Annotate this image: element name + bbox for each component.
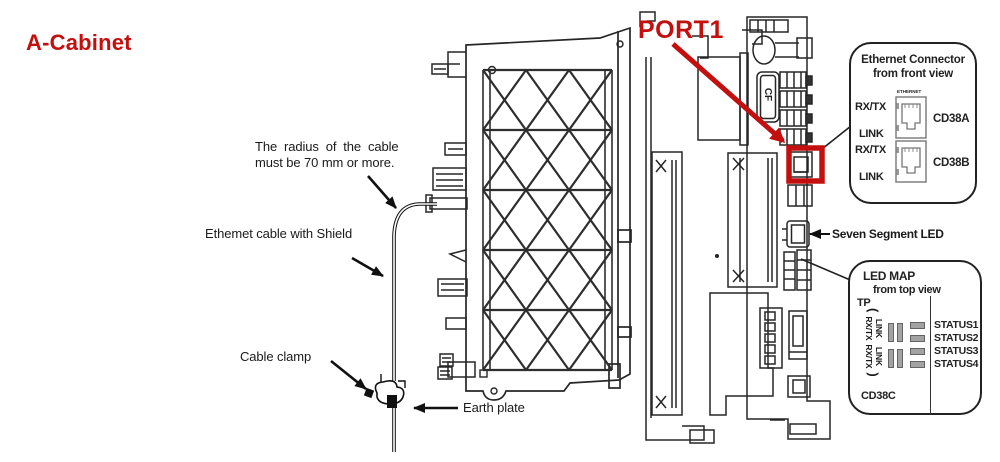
- panel-divider: [930, 296, 931, 415]
- cabinet-left-tabs: [425, 51, 476, 380]
- ethernet-connector-panel: Ethernet Connector from front view ETHER…: [849, 42, 977, 204]
- cf-slot-label: CF: [762, 87, 774, 102]
- annotation-arrows: [330, 175, 830, 413]
- rxtx-led-2: [897, 349, 903, 368]
- port-a-rxtx-label: RX/TX: [855, 101, 886, 113]
- cabinet-title: A-Cabinet: [26, 30, 132, 55]
- led-map-title: LED MAP: [863, 269, 915, 283]
- group2-rxtx: RX/TX: [863, 344, 874, 369]
- port-b-rxtx-label: RX/TX: [855, 144, 886, 156]
- port1-highlight: [671, 42, 825, 184]
- ethernet-cable: [392, 202, 437, 452]
- connector-name-cd38a: CD38A: [933, 113, 970, 125]
- status3-label: STATUS3: [934, 345, 979, 357]
- status4-label: STATUS4: [934, 358, 979, 370]
- link-led-1: [888, 323, 894, 342]
- cable-clamp-drawing: [363, 374, 406, 408]
- status4-led: [910, 361, 925, 368]
- ethernet-panel-subtitle: from front view: [872, 68, 954, 80]
- rxtx-led-1: [897, 323, 903, 342]
- bracket-open: (: [866, 308, 882, 313]
- ethernet-small-label: ETHERNET: [897, 89, 922, 94]
- cabinet-outline: [465, 26, 632, 401]
- group2-link: LINK: [874, 346, 884, 366]
- tp-label: TP: [857, 297, 871, 309]
- status2-led: [910, 335, 925, 342]
- port-a-link-label: LINK: [859, 128, 884, 140]
- radius-note-line1: The radius of the cable: [255, 139, 399, 154]
- cabinet-lattice: [482, 68, 613, 372]
- port1-callout: PORT1: [638, 16, 724, 44]
- connector-name-cd38b: CD38B: [933, 157, 970, 169]
- cable-label: Ethemet cable with Shield: [205, 226, 353, 241]
- group1-rxtx: RX/TX: [863, 316, 874, 341]
- rj45-jack-cd38a: [895, 96, 927, 139]
- cable-clamp-label: Cable clamp: [240, 349, 312, 364]
- link-led-2: [888, 349, 894, 368]
- ethernet-panel-title: Ethernet Connector: [861, 54, 965, 66]
- earth-plate-label: Earth plate: [463, 400, 525, 415]
- port-b-link-label: LINK: [859, 171, 884, 183]
- group1-link: LINK: [874, 318, 884, 338]
- bracket-close: ): [866, 372, 882, 377]
- radius-note: The radius of the cable must be 70 mm or…: [255, 139, 433, 171]
- rj45-jack-cd38b: [895, 140, 927, 183]
- status3-led: [910, 348, 925, 355]
- status2-label: STATUS2: [934, 332, 979, 344]
- seven-segment-label: Seven Segment LED: [832, 227, 944, 241]
- led-map-subtitle: from top view: [873, 284, 941, 296]
- status1-led: [910, 322, 925, 329]
- cpu-board: [697, 16, 831, 440]
- radius-note-line2: must be 70 mm or more.: [255, 155, 395, 170]
- cd38c-label: CD38C: [861, 390, 896, 402]
- status1-label: STATUS1: [934, 319, 979, 331]
- side-bracket: [639, 11, 715, 444]
